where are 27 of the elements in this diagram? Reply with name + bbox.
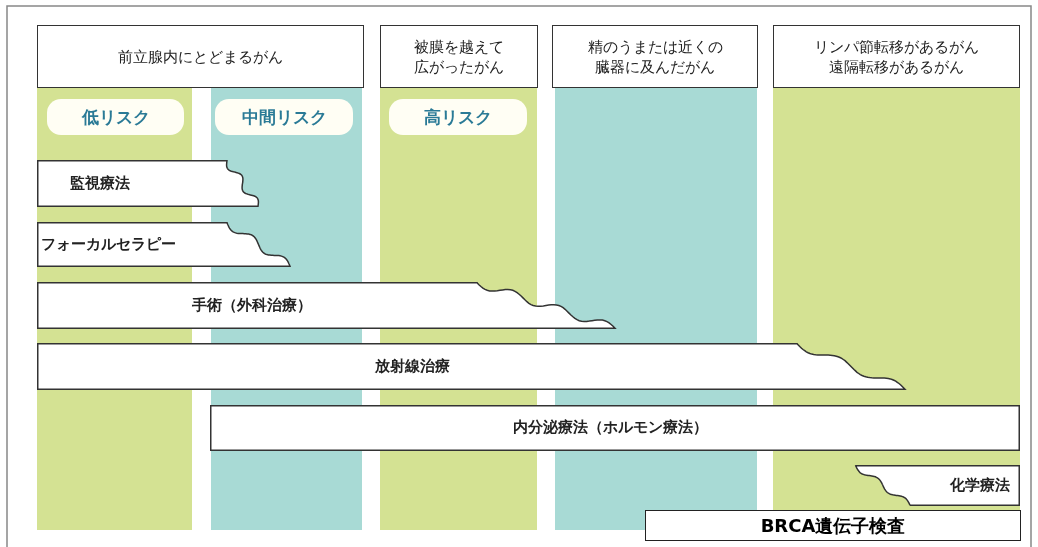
stage-label: 精のうまたは近くの臓器に及んだがん xyxy=(586,37,724,77)
stage-label: 被膜を越えて広がったがん xyxy=(414,37,504,77)
stage-header-box xyxy=(773,25,1020,88)
risk-label xyxy=(215,99,353,135)
treatment-bar xyxy=(37,343,906,390)
treatment-bar xyxy=(855,465,1020,506)
treatment-label: 手術（外科治療） xyxy=(191,295,313,315)
treatment-label: フォーカルセラピー xyxy=(41,234,176,254)
stage-label: リンパ節転移があるがん xyxy=(814,37,979,57)
treatment-label: 監視療法 xyxy=(70,173,130,193)
treatment-label: 化学療法 xyxy=(950,475,1010,495)
risk-text: 中間リスク xyxy=(241,105,327,129)
treatment-bar xyxy=(210,405,1020,451)
stage-header-box xyxy=(37,25,364,88)
stage-header-box xyxy=(552,25,758,88)
treatment-bar xyxy=(37,160,259,207)
treatment-label: 内分泌療法（ホルモン療法） xyxy=(511,418,709,437)
risk-text: 低リスク xyxy=(81,105,150,129)
treatment-label: 放射線治療 xyxy=(373,356,451,376)
test-box xyxy=(645,510,1021,541)
stage-label: 前立腺内にとどまるがん xyxy=(118,47,283,67)
treatment-label: BRCA遺伝子検査 xyxy=(760,513,906,538)
stage-header-box xyxy=(380,25,538,88)
risk-label xyxy=(47,99,184,135)
stage-label: 遠隔転移があるがん xyxy=(829,57,964,77)
risk-label xyxy=(389,99,527,135)
risk-text: 高リスク xyxy=(424,105,492,129)
